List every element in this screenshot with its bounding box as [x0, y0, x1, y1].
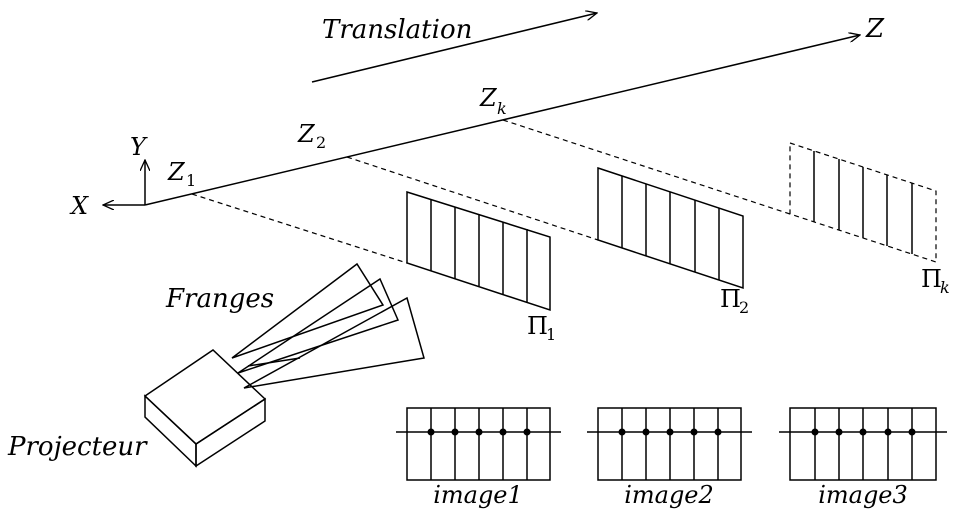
- franges-label: Franges: [165, 284, 274, 314]
- fringe-beams: [231, 262, 425, 389]
- svg-text:2: 2: [316, 133, 326, 152]
- svg-text:Π: Π: [720, 285, 741, 313]
- z2-label: Z 2: [297, 120, 326, 152]
- captured-image-1: [396, 407, 561, 481]
- translation-arrow: [311, 13, 597, 83]
- image3-label: image3: [818, 481, 908, 509]
- pik-label: Π k: [921, 265, 950, 297]
- plane-pi2: [597, 166, 744, 290]
- captured-image-2: [587, 407, 752, 481]
- dashed-line-2: [346, 156, 599, 241]
- image2-label: image2: [624, 481, 714, 509]
- svg-text:Z: Z: [297, 120, 316, 148]
- svg-text:1: 1: [186, 171, 196, 190]
- captured-image-3: [779, 407, 947, 481]
- pi1-label: Π 1: [527, 312, 556, 344]
- plane-pi1: [406, 190, 551, 312]
- svg-text:1: 1: [546, 325, 556, 344]
- svg-text:Z: Z: [479, 84, 498, 112]
- z1-label: Z 1: [167, 158, 196, 190]
- projector: [143, 349, 267, 468]
- image1-label: image1: [433, 481, 523, 509]
- z-axis: [144, 35, 860, 206]
- plane-pik: [789, 142, 937, 263]
- y-axis-label: Y: [130, 133, 148, 161]
- svg-text:Π: Π: [921, 265, 942, 293]
- translation-label: Translation: [322, 15, 472, 45]
- svg-text:Z: Z: [167, 158, 186, 186]
- z-axis-label: Z: [865, 14, 885, 44]
- pi2-label: Π 2: [720, 285, 749, 317]
- svg-text:Π: Π: [527, 312, 548, 340]
- svg-text:k: k: [940, 278, 950, 297]
- svg-text:k: k: [497, 99, 507, 118]
- x-axis-label: X: [69, 192, 89, 220]
- dashed-line-1: [191, 193, 408, 264]
- projecteur-label: Projecteur: [7, 432, 148, 462]
- svg-text:2: 2: [739, 298, 749, 317]
- zk-label: Z k: [479, 84, 507, 118]
